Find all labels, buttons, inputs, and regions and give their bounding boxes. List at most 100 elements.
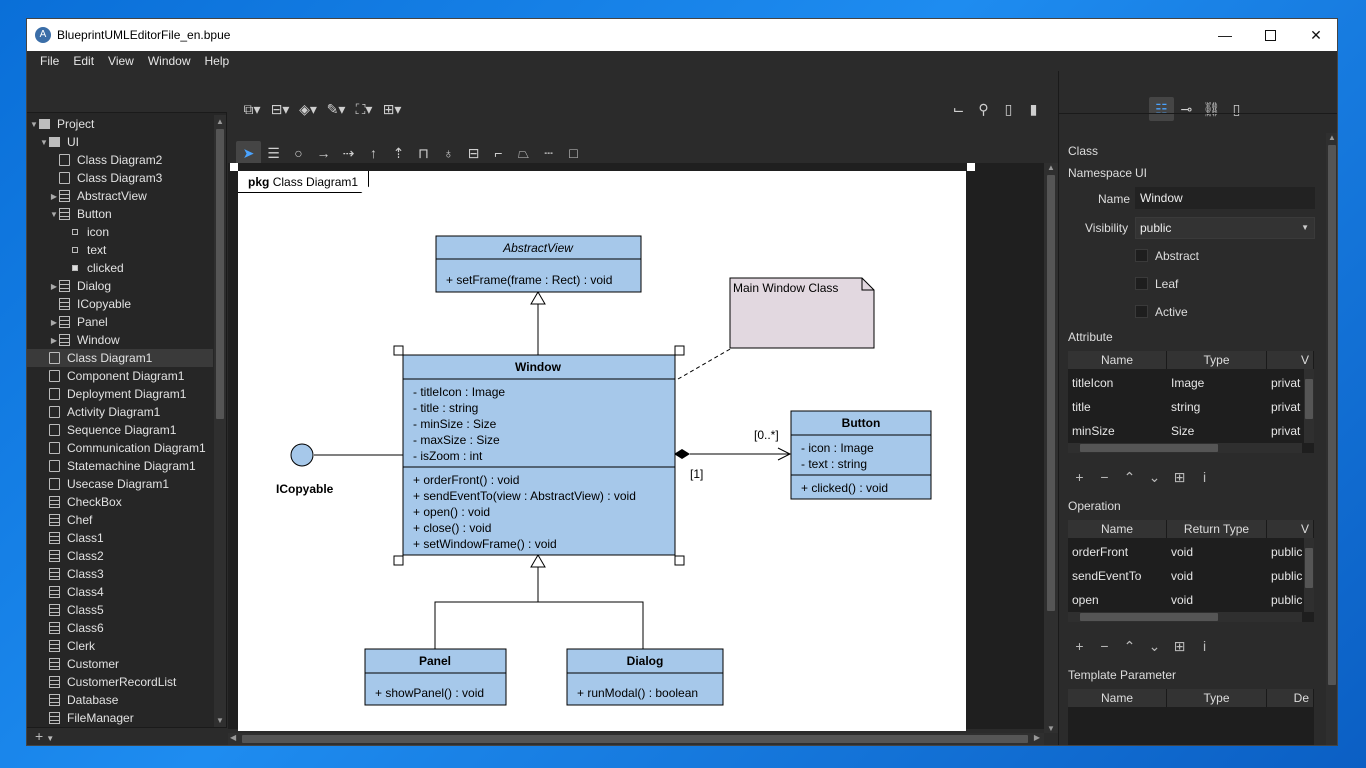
- minimize-button[interactable]: —: [1202, 19, 1248, 51]
- realization-tool-icon[interactable]: ⇡: [392, 144, 405, 161]
- interface-tool-icon[interactable]: ○: [294, 145, 303, 161]
- frame-tool-icon[interactable]: ⌐: [494, 145, 503, 161]
- tree-item[interactable]: Class Diagram2: [27, 151, 213, 169]
- table-row[interactable]: sendEventTo void public: [1068, 564, 1314, 588]
- menu-view[interactable]: View: [108, 54, 134, 68]
- column-header[interactable]: Name: [1068, 351, 1167, 369]
- tree-item[interactable]: CheckBox: [27, 493, 213, 511]
- document-tab-icon[interactable]: ▯: [1232, 100, 1241, 117]
- tree-item[interactable]: CustomerRecordList: [27, 673, 213, 691]
- tree-scrollbar[interactable]: ▲ ▼: [214, 115, 226, 727]
- note-shape[interactable]: [729, 277, 875, 349]
- remove-icon[interactable]: −: [1100, 638, 1109, 654]
- menu-file[interactable]: File: [40, 54, 60, 68]
- menu-window[interactable]: Window: [147, 54, 191, 68]
- operation-hscrollbar[interactable]: [1068, 612, 1302, 622]
- table-row[interactable]: title string privat: [1068, 395, 1314, 419]
- tree-item[interactable]: Usecase Diagram1: [27, 475, 213, 493]
- subclass-branch-line[interactable]: [434, 601, 644, 649]
- select-tool-icon[interactable]: ➤: [236, 141, 261, 165]
- expand-down-icon[interactable]: ▼: [30, 119, 38, 129]
- expand-down-icon[interactable]: ▼: [40, 137, 48, 147]
- tree-item[interactable]: Class3: [27, 565, 213, 583]
- arrange-icon[interactable]: ⧉▾: [243, 100, 261, 117]
- column-header[interactable]: V: [1267, 520, 1314, 538]
- tree-item[interactable]: clicked: [27, 259, 213, 277]
- pin-icon[interactable]: ⚲: [978, 100, 989, 117]
- table-row[interactable]: titleIcon Image privat: [1068, 371, 1314, 395]
- tree-item[interactable]: text: [27, 241, 213, 259]
- note-anchor-line[interactable]: [677, 347, 733, 380]
- expand-right-icon[interactable]: ▶: [50, 317, 58, 327]
- resize-handle[interactable]: [674, 555, 685, 566]
- expand-right-icon[interactable]: ▶: [50, 281, 58, 291]
- tree-item[interactable]: ▼UI: [27, 133, 213, 151]
- window-class[interactable]: [402, 354, 676, 556]
- page-handle[interactable]: [230, 163, 238, 171]
- active-checkbox[interactable]: [1135, 305, 1148, 318]
- remove-icon[interactable]: −: [1100, 469, 1109, 485]
- tree-item[interactable]: ▶Dialog: [27, 277, 213, 295]
- tree-item[interactable]: Class Diagram3: [27, 169, 213, 187]
- entity-tool-icon[interactable]: ⊟: [467, 144, 480, 161]
- maximize-button[interactable]: [1247, 19, 1293, 51]
- tree-item[interactable]: Communication Diagram1: [27, 439, 213, 457]
- tree-item[interactable]: ▶AbstractView: [27, 187, 213, 205]
- tree-item[interactable]: Sequence Diagram1: [27, 421, 213, 439]
- tree-item[interactable]: Statemachine Diagram1: [27, 457, 213, 475]
- tree-item[interactable]: ICopyable: [27, 295, 213, 313]
- tree-item[interactable]: icon: [27, 223, 213, 241]
- generalization-tool-icon[interactable]: ↑: [370, 145, 377, 161]
- column-header[interactable]: Name: [1068, 689, 1167, 707]
- canvas-vscroll-thumb[interactable]: [1047, 175, 1055, 611]
- tree-item[interactable]: FileManager: [27, 709, 213, 727]
- tree-item[interactable]: ▼Button: [27, 205, 213, 223]
- tree-item[interactable]: Chef: [27, 511, 213, 529]
- tree-item[interactable]: ▼Project: [27, 115, 213, 133]
- move-down-icon[interactable]: ⌄: [1148, 469, 1161, 485]
- properties-scrollbar[interactable]: ▲: [1326, 133, 1337, 745]
- links-tab-icon[interactable]: ⛓: [1202, 100, 1221, 117]
- attribute-hscrollbar[interactable]: [1068, 443, 1302, 453]
- tree-item[interactable]: Class4: [27, 583, 213, 601]
- line-color-icon[interactable]: ✎▾: [326, 100, 346, 117]
- tree-item[interactable]: ▶Panel: [27, 313, 213, 331]
- table-row[interactable]: open void public: [1068, 588, 1314, 612]
- tree-scroll-thumb[interactable]: [216, 129, 224, 419]
- canvas-horizontal-scrollbar[interactable]: ◀ ▶: [228, 733, 1044, 745]
- properties-scroll-thumb[interactable]: [1328, 145, 1336, 685]
- panel-class[interactable]: [364, 648, 507, 706]
- info-icon[interactable]: i: [1202, 638, 1207, 654]
- tree-item[interactable]: Deployment Diagram1: [27, 385, 213, 403]
- tree-item[interactable]: Class Diagram1: [27, 349, 213, 367]
- column-header[interactable]: Type: [1167, 689, 1267, 707]
- resize-handle[interactable]: [674, 345, 685, 356]
- add-icon[interactable]: +: [1075, 638, 1084, 654]
- distribute-icon[interactable]: ⊞▾: [382, 100, 402, 117]
- menu-edit[interactable]: Edit: [73, 54, 95, 68]
- move-up-icon[interactable]: ⌃: [1123, 469, 1136, 485]
- name-field[interactable]: Window: [1135, 187, 1315, 209]
- class-tool-icon[interactable]: ☰: [267, 144, 280, 161]
- menu-help[interactable]: Help: [204, 54, 230, 68]
- style-tab-icon[interactable]: ⊸: [1180, 100, 1193, 117]
- column-header[interactable]: Name: [1068, 520, 1167, 538]
- layout-icon[interactable]: ⛶▾: [355, 100, 373, 117]
- package-tool-icon[interactable]: ⊓: [418, 144, 429, 161]
- add-icon[interactable]: +: [1075, 469, 1084, 485]
- line-tool-icon[interactable]: ┄: [544, 144, 553, 161]
- tree-item[interactable]: ▶Window: [27, 331, 213, 349]
- close-button[interactable]: ✕: [1293, 19, 1337, 51]
- route-icon[interactable]: ⌙: [952, 100, 965, 117]
- resize-handle[interactable]: [393, 345, 404, 356]
- expand-right-icon[interactable]: ▶: [50, 191, 58, 201]
- fill-color-icon[interactable]: ◈▾: [299, 100, 317, 117]
- leaf-checkbox[interactable]: [1135, 277, 1148, 290]
- column-header[interactable]: V: [1267, 351, 1314, 369]
- resize-handle[interactable]: [393, 555, 404, 566]
- move-up-icon[interactable]: ⌃: [1123, 638, 1136, 654]
- canvas-hscroll-thumb[interactable]: [242, 735, 1028, 743]
- tree-item[interactable]: Class1: [27, 529, 213, 547]
- right-pane-icon[interactable]: ▮: [1029, 100, 1038, 117]
- tree-item[interactable]: Class5: [27, 601, 213, 619]
